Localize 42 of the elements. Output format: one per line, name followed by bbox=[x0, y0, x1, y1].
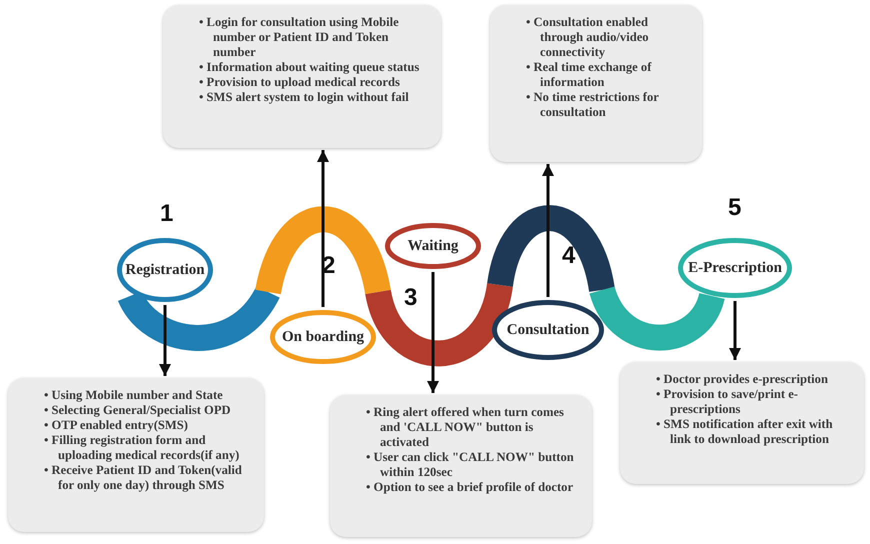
stage-ellipse bbox=[117, 238, 213, 302]
stage-ellipse bbox=[678, 238, 792, 298]
stage-ellipse bbox=[492, 300, 604, 360]
info-card bbox=[8, 378, 264, 532]
bullet-point-text: • Filling registration form and uploading medical records(if any) bbox=[44, 433, 240, 463]
info-card bbox=[330, 395, 592, 537]
stage-label: Consultation bbox=[506, 322, 590, 338]
arrow bbox=[159, 305, 171, 376]
arrow bbox=[317, 150, 329, 307]
info-card bbox=[163, 5, 441, 148]
step-number: 1 bbox=[160, 200, 174, 228]
info-card bbox=[620, 362, 864, 484]
bullet-point-text: • Provision to save/print e-prescriptions bbox=[656, 387, 799, 417]
bullet-point-text: • Information about waiting queue status bbox=[199, 60, 420, 75]
bullet-point-text: • User can click "CALL NOW" button within 120sec bbox=[366, 450, 575, 480]
bullet-point-text: • Receive Patient ID and Token(valid for only one day) through SMS bbox=[44, 463, 243, 493]
arrow bbox=[729, 301, 741, 360]
arrow bbox=[427, 272, 439, 393]
bullet-point-text: • OTP enabled entry(SMS) bbox=[44, 418, 189, 433]
bullet-point-text: • Ring alert offered when turn comes and 'CALL NOW" button is activated bbox=[366, 405, 565, 450]
step-number: 3 bbox=[404, 284, 418, 312]
bullet-point-text: • Login for consultation using Mobile number or Patient ID and Token number bbox=[199, 15, 400, 60]
stage-label: E-Prescription bbox=[688, 260, 782, 276]
bullet-point-text: • SMS notification after exit with link to download prescription bbox=[656, 417, 834, 447]
bullet-point-text: • Using Mobile number and State bbox=[44, 388, 224, 403]
stage-ellipse bbox=[270, 310, 376, 364]
stage-ellipse bbox=[385, 223, 481, 269]
stage-label: Registration bbox=[125, 262, 205, 278]
stage-label: Waiting bbox=[408, 238, 458, 254]
arrow bbox=[542, 164, 554, 297]
bullet-point-text: • Real time exchange of information bbox=[526, 60, 652, 90]
stage-label: On boarding bbox=[282, 328, 364, 346]
bullet-point-text: • Option to see a brief profile of doctor bbox=[366, 480, 574, 495]
bullet-point-text: • Doctor provides e-prescription bbox=[656, 372, 829, 387]
step-number: 4 bbox=[562, 242, 576, 270]
info-card bbox=[490, 5, 702, 162]
step-number: 5 bbox=[728, 194, 742, 222]
bullet-point-text: • No time restrictions for consultation bbox=[526, 90, 660, 120]
bullet-point-text: • Consultation enabled through audio/video connectivity bbox=[526, 15, 650, 60]
bullet-point-text: • Selecting General/Specialist OPD bbox=[44, 403, 232, 418]
bullet-point-text: • SMS alert system to login without fail bbox=[199, 90, 410, 105]
bullet-point-text: • Provision to upload medical records bbox=[199, 75, 401, 90]
